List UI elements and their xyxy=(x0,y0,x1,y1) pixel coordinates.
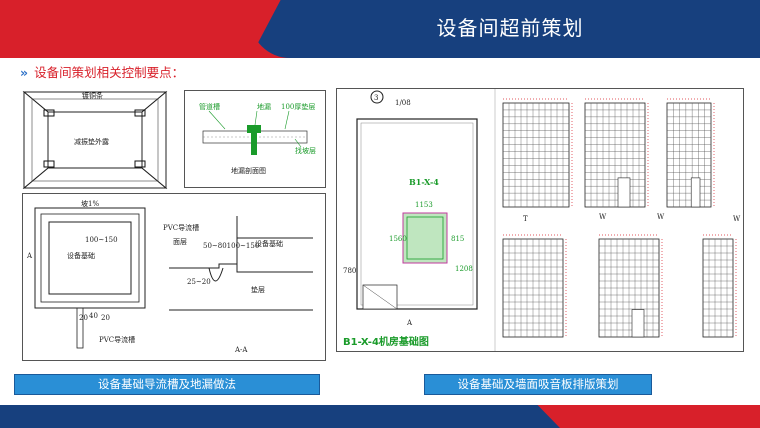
label-pipe-trough: 管道槽 xyxy=(199,102,220,111)
label-axis-mark: 3 xyxy=(374,94,378,102)
label-slope-layer: 找坡层 xyxy=(295,146,316,155)
drawing-floor-drain: 管道槽 地漏 100厚垫层 找坡层 地漏剖面图 xyxy=(184,90,326,188)
label-pvc-trough: PVC导流槽 xyxy=(99,335,135,344)
label-dims-row: 50~80100~150 xyxy=(203,242,259,250)
label-slope: 坡1% xyxy=(81,199,99,208)
label-equipment-base: 设备基础 xyxy=(67,251,95,260)
section-heading: » 设备间策划相关控制要点： xyxy=(20,62,184,81)
drawing-vibration-pad: 镀铜条 减振垫外露 xyxy=(22,90,168,190)
label-depth: 25~20 xyxy=(187,278,211,286)
door-opening xyxy=(631,309,645,338)
mark-w2: W xyxy=(657,213,665,221)
label-plan-title: B1-X-4机房基础图 xyxy=(343,335,429,348)
footer-accent xyxy=(0,405,560,428)
label-dim-side: 780 xyxy=(343,267,356,275)
label-dim-100-150: 100~150 xyxy=(85,236,118,244)
drawing-base-trough-svg: 坡1% 100~150 设备基础 20 40 20 PVC导流槽 A PVC导流… xyxy=(26,199,313,354)
label-base-code: B1-X-4 xyxy=(409,177,439,187)
label-section-aa: A-A xyxy=(234,346,248,354)
floor-drain-caption: 地漏剖面图 xyxy=(231,166,266,175)
drawing-floor-drain-svg: 管道槽 地漏 100厚垫层 找坡层 地漏剖面图 xyxy=(199,102,316,175)
label-copper-strip: 镀铜条 xyxy=(82,91,103,100)
label-dim-815: 815 xyxy=(451,235,464,243)
label-cushion: 垫层 xyxy=(251,285,265,294)
label-cushion-layer: 100厚垫层 xyxy=(281,102,315,111)
label-pvc-trough-2: PVC导流槽 xyxy=(163,223,199,232)
label-dim-20b: 20 xyxy=(101,314,110,322)
section-heading-text: 设备间策划相关控制要点： xyxy=(34,65,185,80)
label-dim-1560: 1560 xyxy=(389,235,407,243)
door-opening xyxy=(690,177,701,208)
label-equipment-base-2: 设备基础 xyxy=(255,239,283,248)
label-dim-1208: 1208 xyxy=(455,265,473,273)
drawing-room-plans-svg: 3 1/08 B1-X-4 1153 1560 815 1208 780 A B… xyxy=(343,89,741,351)
panel-grid-frame xyxy=(666,102,712,208)
header-accent xyxy=(250,0,760,58)
caption-left: 设备基础导流槽及地漏做法 xyxy=(14,374,320,395)
label-floor-finish: 面层 xyxy=(173,238,187,246)
panel-grid-frame xyxy=(502,102,570,208)
caption-right: 设备基础及墙面吸音板排版策划 xyxy=(424,374,652,395)
label-dim-20a: 20 xyxy=(79,314,88,322)
mark-w3: W xyxy=(733,215,741,223)
label-section-mark: A xyxy=(26,252,33,260)
label-a-mark: A xyxy=(406,319,413,327)
label-drain: 地漏 xyxy=(257,102,271,111)
door-opening xyxy=(617,177,631,208)
page-title: 设备间超前策划 xyxy=(436,16,584,40)
mark-w1: W xyxy=(599,213,607,221)
label-pad-exposed: 减振垫外露 xyxy=(74,137,109,146)
wall-panel-grids xyxy=(502,98,737,338)
bullet-arrow-icon: » xyxy=(20,65,29,80)
drawing-room-plans: 3 1/08 B1-X-4 1153 1560 815 1208 780 A B… xyxy=(336,88,744,352)
mark-t: T xyxy=(523,215,528,223)
drawing-base-trough: 坡1% 100~150 设备基础 20 40 20 PVC导流槽 A PVC导流… xyxy=(22,193,326,361)
label-dim-top: 1/08 xyxy=(395,99,411,107)
label-dim-40: 40 xyxy=(89,312,98,320)
drawing-vibration-pad-svg: 镀铜条 减振垫外露 xyxy=(22,90,168,190)
label-dim-153: 1153 xyxy=(415,201,433,209)
